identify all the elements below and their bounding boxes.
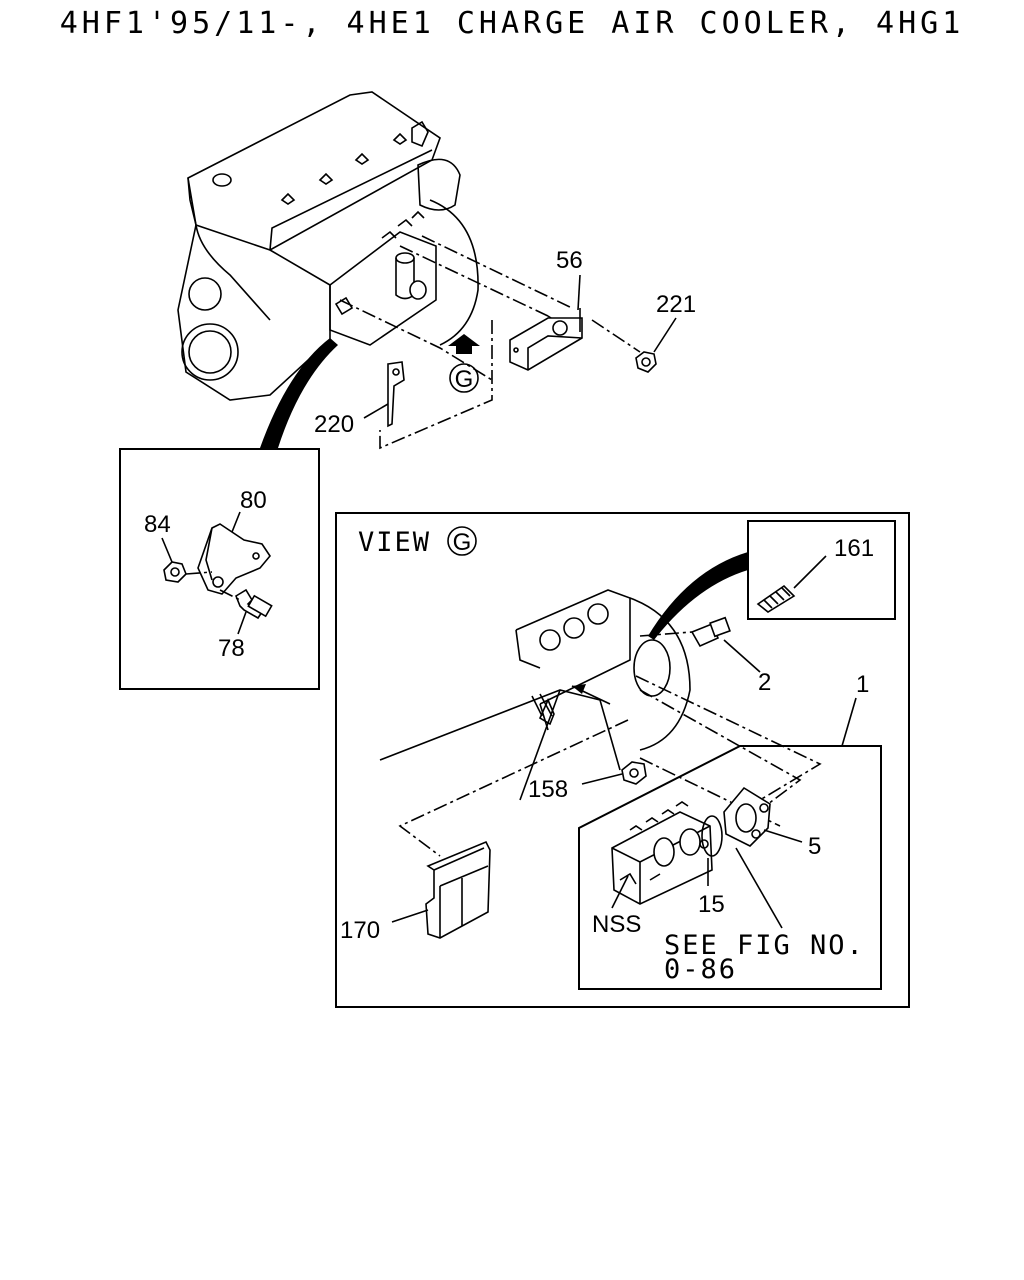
- top-assembly-guides: [339, 235, 641, 450]
- bracket-56: [509, 308, 583, 371]
- callout-80: 80: [240, 487, 267, 514]
- pump-assembly-box: [578, 745, 882, 990]
- stud-leader-arrow: [648, 552, 748, 640]
- view-g-letter: G: [453, 529, 472, 556]
- detail-leader-arrow: [260, 338, 338, 448]
- callout-nss: NSS: [592, 911, 641, 938]
- callout-56: 56: [556, 247, 583, 274]
- view-marker-letter: G: [455, 366, 474, 393]
- callout-161: 161: [834, 535, 874, 562]
- view-g-box: [335, 512, 910, 1008]
- callout-2: 2: [758, 669, 771, 696]
- bolt-78: [235, 588, 273, 620]
- diagram-title: 4HF1'95/11-, 4HE1 CHARGE AIR COOLER, 4HG…: [59, 6, 965, 41]
- injection-pump: [611, 801, 713, 905]
- bolt-2: [690, 616, 731, 648]
- callout-15: 15: [698, 891, 725, 918]
- callout-220: 220: [314, 411, 354, 438]
- engine-block-view-g: [379, 589, 691, 801]
- cover-170: [425, 840, 491, 939]
- callout-84: 84: [144, 511, 171, 538]
- gear-case-5: [723, 786, 771, 847]
- see-fig-number: 0-86: [664, 954, 737, 985]
- stud-161: [756, 584, 796, 613]
- callout-78: 78: [218, 635, 245, 662]
- view-g-guides: [398, 631, 822, 857]
- view-direction-arrow: [448, 334, 480, 354]
- callout-221: 221: [656, 291, 696, 318]
- nut-158: [621, 761, 647, 785]
- bracket-80: [197, 523, 271, 595]
- nut-84: [163, 561, 187, 583]
- view-marker-circle: [449, 363, 479, 393]
- see-fig-note: SEE FIG NO.: [664, 930, 865, 961]
- view-label: VIEW: [358, 527, 431, 558]
- engine-block-illustration: [177, 91, 479, 401]
- callout-170: 170: [340, 917, 380, 944]
- nut-221: [635, 351, 657, 373]
- callout-158: 158: [528, 776, 568, 803]
- o-ring-15: [701, 815, 723, 857]
- callout-1: 1: [856, 671, 869, 698]
- bracket-220: [387, 361, 405, 428]
- callout-5: 5: [808, 833, 821, 860]
- view-g-circle: [447, 526, 477, 556]
- detail-box-bracket: [119, 448, 320, 690]
